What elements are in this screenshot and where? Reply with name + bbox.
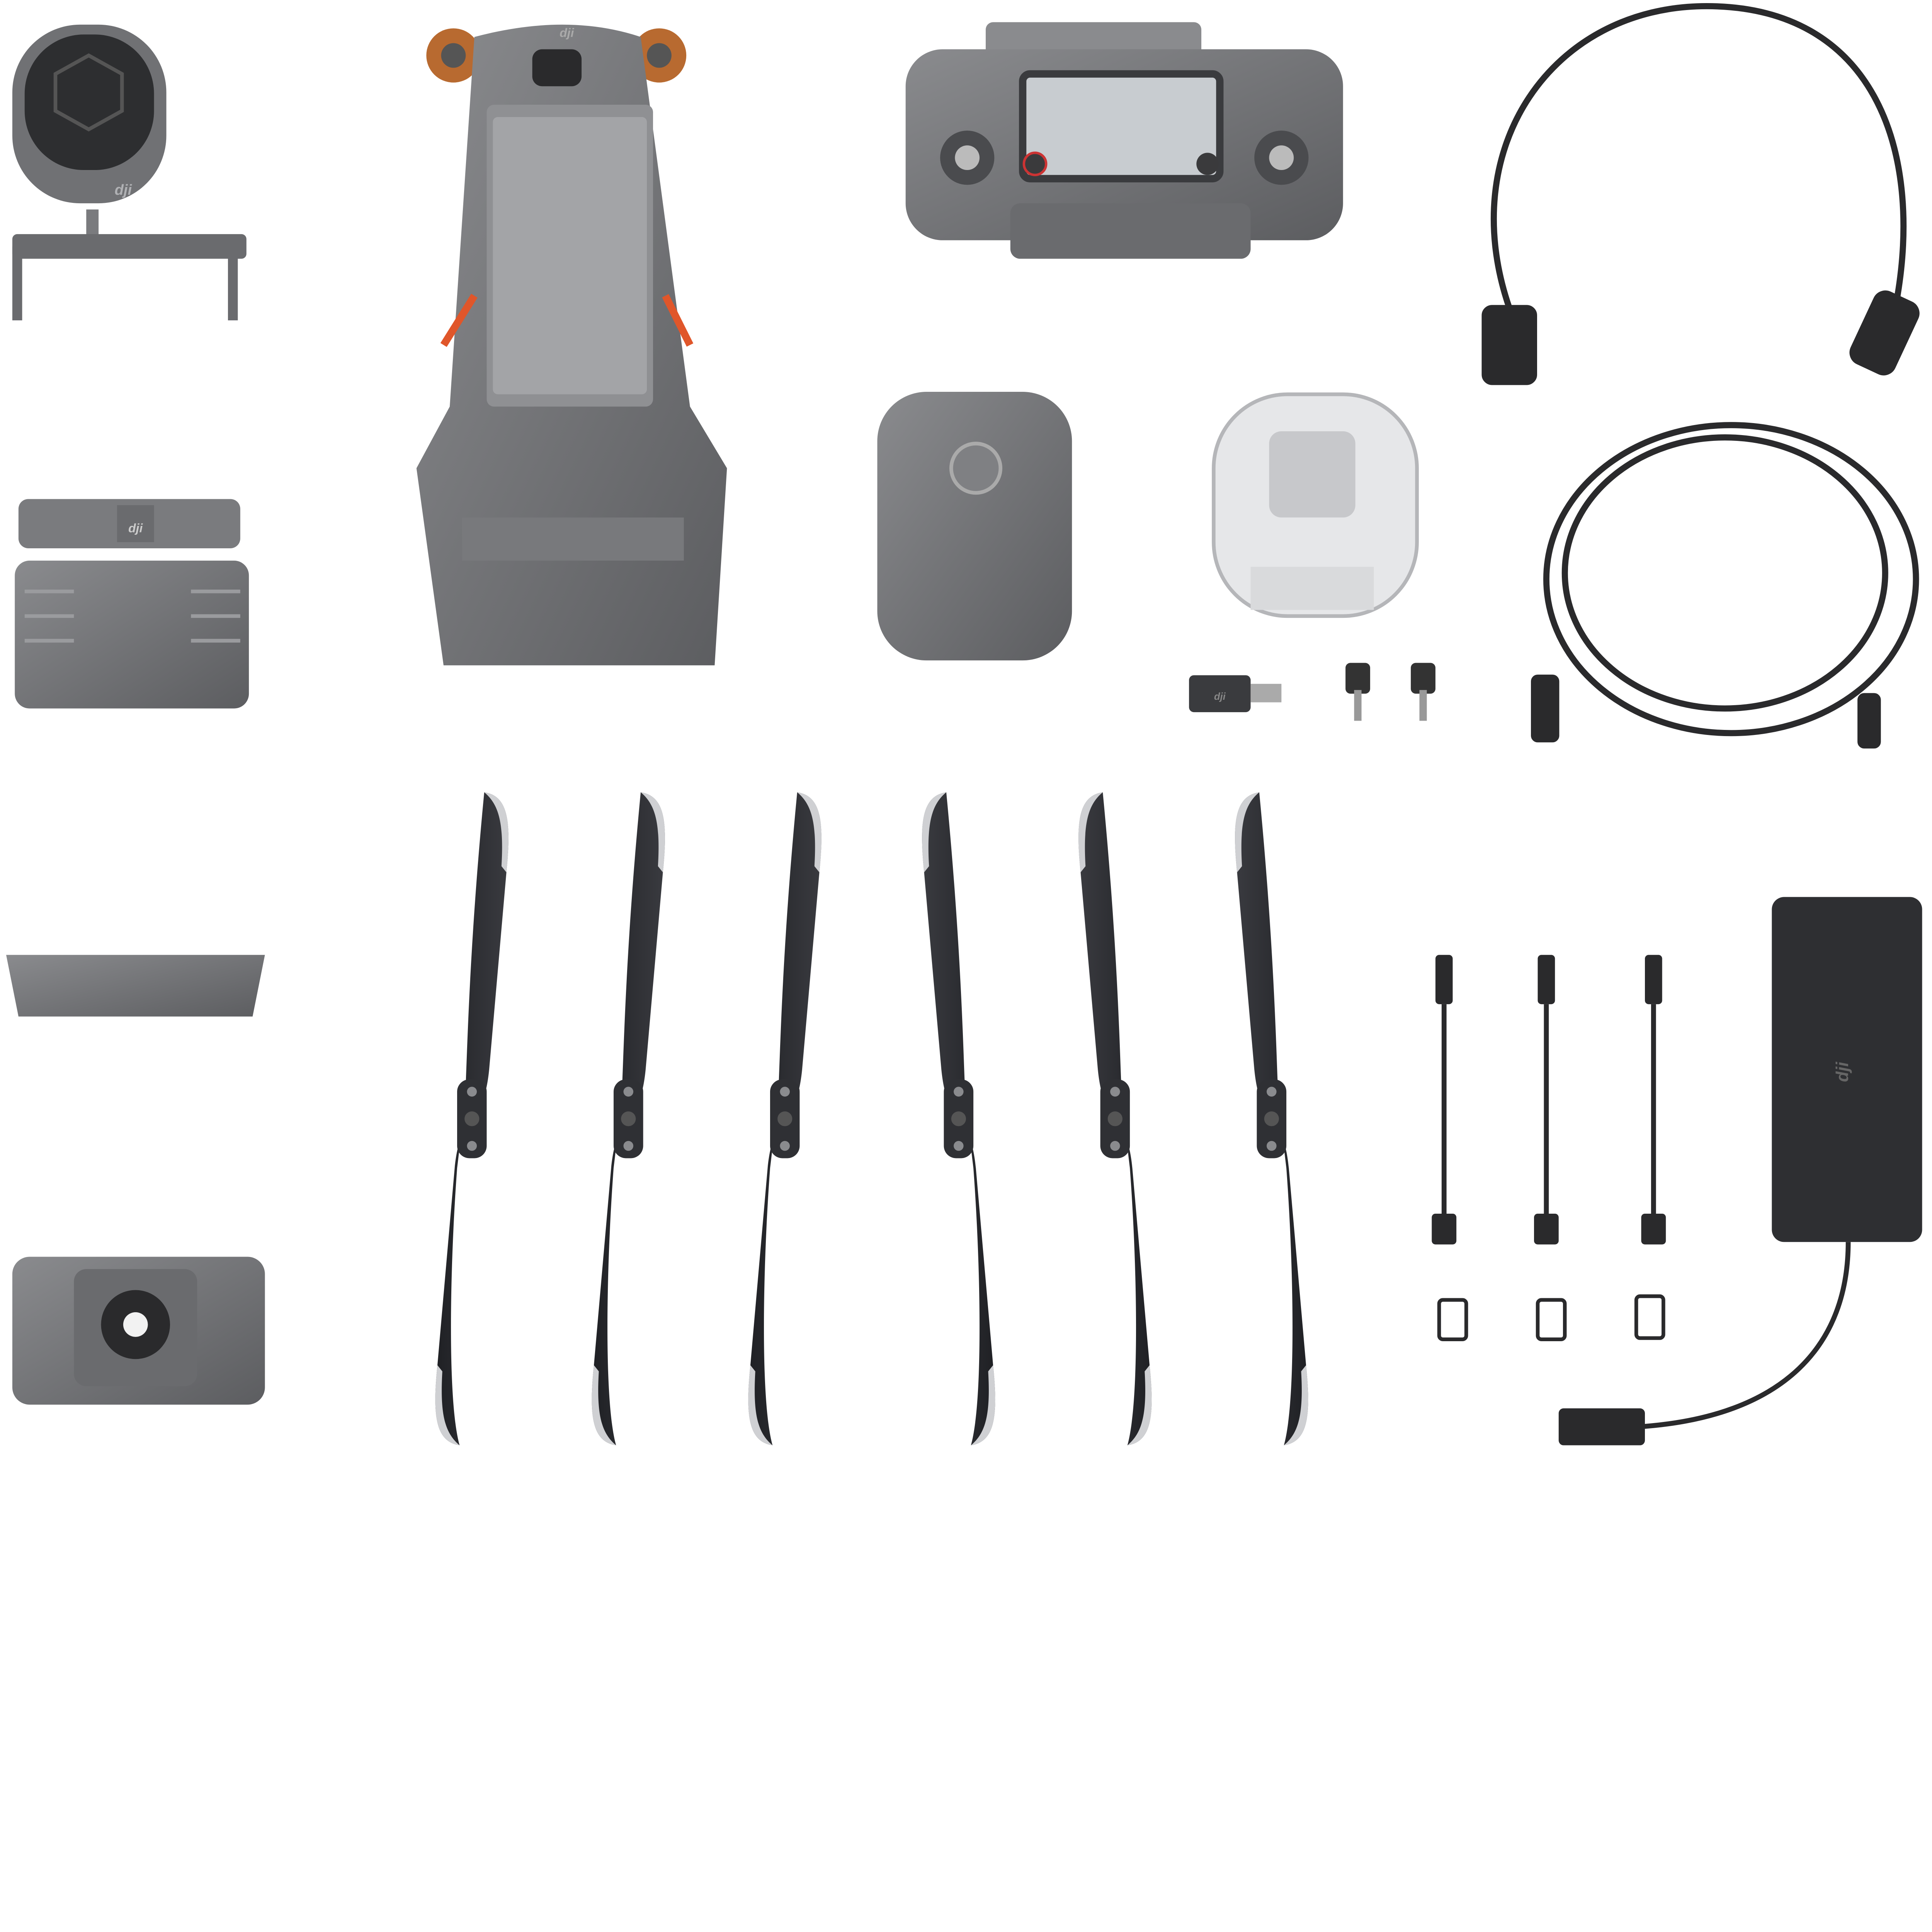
- usb-adapter-and-sticks: dji: [1189, 663, 1435, 721]
- spotlight-accessory: dji: [15, 499, 249, 709]
- dji-logo: dji: [115, 182, 133, 198]
- usb-cable: [1531, 422, 1919, 749]
- power-cable: [1481, 3, 1920, 385]
- beacon-accessory: [6, 955, 265, 1017]
- rc-cable-lightning: [1432, 955, 1457, 1245]
- rc-cables: [1432, 955, 1666, 1245]
- rc-cable-usb-c: [1534, 955, 1559, 1245]
- battery-charger: dji: [1558, 897, 1922, 1446]
- dji-logo: dji: [1833, 1061, 1852, 1082]
- dji-logo: dji: [560, 26, 574, 40]
- cable-sliders: [1437, 1294, 1665, 1341]
- gimbal-protector: [1212, 392, 1419, 618]
- dji-logo: dji: [1214, 691, 1226, 702]
- rc-cable-micro-usb: [1641, 955, 1666, 1245]
- auxiliary-light: [12, 1257, 265, 1405]
- drone-body: dji: [416, 24, 727, 665]
- flight-battery: [877, 392, 1072, 661]
- speaker-accessory: dji: [12, 24, 247, 321]
- dji-logo: dji: [128, 521, 143, 535]
- remote-controller: [905, 22, 1343, 259]
- product-photo: dji dji dji: [6, 3, 1922, 1446]
